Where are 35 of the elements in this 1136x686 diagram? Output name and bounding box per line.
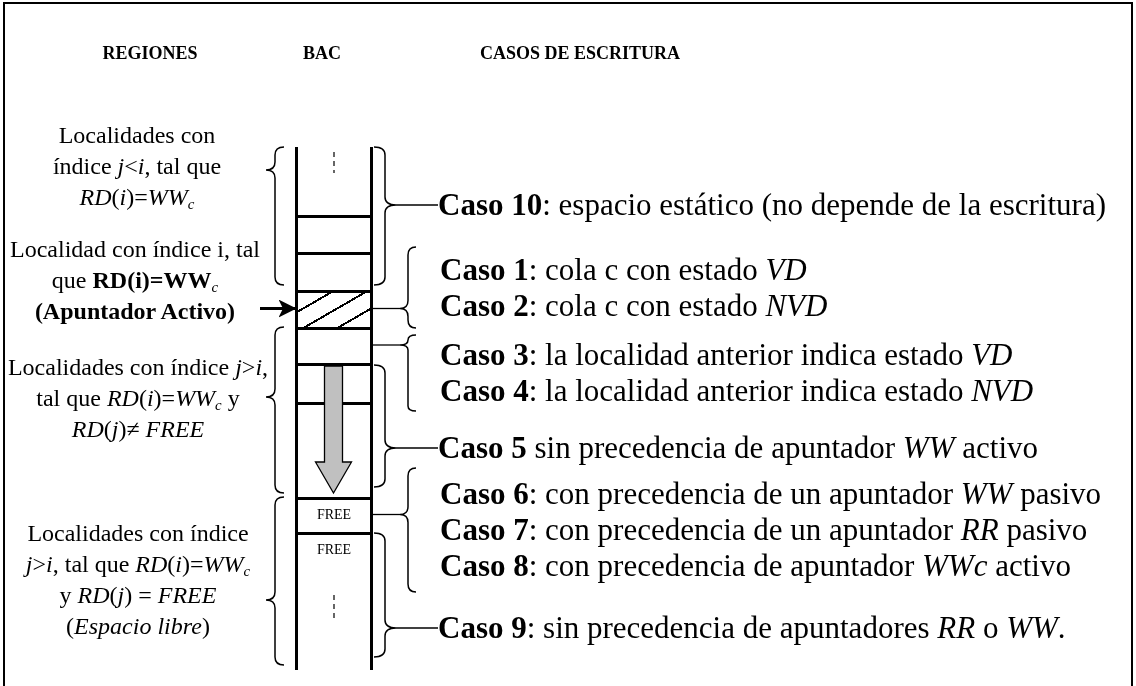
case-text: Caso 7: con precedencia de un apuntador RR pasivo <box>440 512 1089 548</box>
free-cell: FREE <box>295 532 373 670</box>
case-text: Caso 8: con precedencia de apuntador WWc activo <box>440 548 1072 584</box>
arrow <box>260 299 297 318</box>
region-text: Localidades con índice j<i, tal que RD(i)=WW$_{c}$ <box>51 120 223 214</box>
memory-cell <box>295 147 373 215</box>
leader-line <box>372 513 401 516</box>
leader-line <box>395 627 439 629</box>
case-text: Caso 5 sin precedencia de apuntador WW activo <box>438 431 1132 465</box>
free-cell: FREE <box>295 497 373 532</box>
case-text: Caso 9: sin precedencia de apuntadores RR o WW. <box>438 611 1132 645</box>
curly-brace <box>374 365 396 487</box>
region-text: Localidad con índice i, tal que RD(i)=WW$_{c}$ (Apuntador Activo) <box>10 232 260 328</box>
column-heading: REGIONES <box>101 42 199 65</box>
memory-cell <box>295 327 373 363</box>
hatched-cell <box>295 290 373 327</box>
region-text: Localidades con índice j>i, tal que RD(i)=WW$_{c}$ y RD(j) = FREE (Espacio libre) <box>22 519 252 641</box>
region-text: Localidades con índice j>i, tal que RD(i)=WW$_{c}$ y RD(j)≠ FREE <box>6 352 270 444</box>
curly-brace <box>374 147 396 285</box>
memory-cell <box>295 252 373 290</box>
memory-cell <box>295 215 373 252</box>
curly-brace <box>374 533 396 657</box>
column-heading: BAC <box>302 42 342 65</box>
case-text: Caso 3: la localidad anterior indica estado VD <box>440 337 1014 373</box>
case-text: Caso 6: con precedencia de un apuntador WW pasivo <box>440 476 1103 512</box>
column-heading: CASOS DE ESCRITURA <box>478 42 682 65</box>
case-text: Caso 2: cola c con estado NVD <box>440 287 829 324</box>
block-arrow <box>314 365 353 495</box>
leader-line <box>372 344 401 346</box>
case-text: Caso 1: cola c con estado VD <box>440 251 808 288</box>
case-text: Caso 10: espacio estático (no depende de la escritura) <box>438 188 1132 222</box>
leader-line <box>395 447 439 449</box>
leader-line <box>395 204 439 206</box>
case-text: Caso 4: la localidad anterior indica estado NVD <box>440 373 1035 409</box>
leader-line <box>372 307 401 310</box>
